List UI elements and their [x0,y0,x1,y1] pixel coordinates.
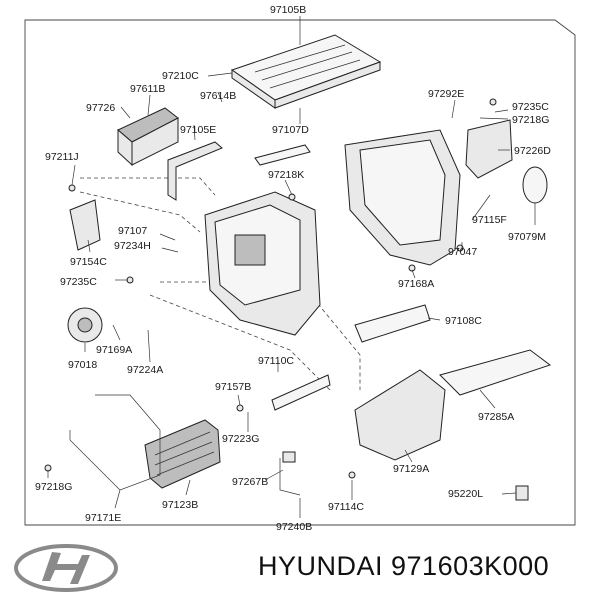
lower-cover [439,349,552,396]
blower-motor [67,307,103,343]
label-97108c: 97108C [445,315,482,327]
heater-pipes [69,394,161,491]
screw-97168a [408,264,416,272]
assembly-guide-4 [149,294,331,391]
screw-97211j [68,184,76,192]
label-97018: 97018 [68,359,97,371]
label-97218g-top: 97218G [512,114,549,126]
actuator-bracket [465,119,513,179]
duct-gasket [522,166,548,204]
label-97726: 97726 [86,102,115,114]
label-97115f: 97115F [472,214,507,226]
sensor-95220l [515,485,529,501]
screw-97114c [348,471,356,479]
label-97218k: 97218K [268,169,304,181]
label-97157b: 97157B [215,381,251,393]
label-97234h: 97234H [114,240,151,252]
label-97105e: 97105E [180,124,216,136]
sensor-wire-97240b [279,458,301,496]
label-97105b: 97105B [270,4,306,16]
cabin-air-filter [117,107,179,167]
label-97123b: 97123B [162,499,198,511]
label-97168a: 97168A [398,278,434,290]
screw-97218k [288,193,296,201]
floor-duct [354,304,431,343]
lower-case [354,369,446,461]
label-97129a: 97129A [393,463,429,475]
label-97107d: 97107D [272,124,309,136]
label-97235c-top: 97235C [512,101,549,113]
assembly-guide-2 [79,191,201,233]
heater-core [144,419,221,489]
sensor-97267b [282,451,296,463]
diagram-frame [24,19,576,526]
brand-logo [14,544,118,592]
air-filter-frame [230,34,382,109]
small-grille [254,144,311,166]
label-97267b: 97267B [232,476,268,488]
label-97079m: 97079M [508,231,546,243]
label-97614b: 97614B [200,90,236,102]
label-97611b: 97611B [130,83,165,95]
screw-97235c-top [489,98,497,106]
assembly-guide-1 [80,177,216,196]
label-97285a: 97285A [478,411,514,423]
clip-97047 [456,244,464,252]
label-97171e: 97171E [85,512,121,524]
label-97114c: 97114C [328,501,364,513]
label-97047: 97047 [448,246,477,258]
leader-lines [47,72,536,518]
label-97223g: 97223G [222,433,259,445]
heater-core-housing [344,129,461,266]
filter-cover [167,141,223,201]
label-97169a: 97169A [96,344,132,356]
label-97224a: 97224A [127,364,163,376]
screw-97157b [236,404,244,412]
temperature-door [271,374,331,411]
label-97107: 97107 [118,225,147,237]
label-97235c: 97235C [60,276,97,288]
blower-resistor [69,199,101,251]
label-95220l: 95220L [448,488,483,500]
label-97226d: 97226D [514,145,551,157]
label-97154c: 97154C [70,256,107,268]
label-97292e: 97292E [428,88,464,100]
label-97240b: 97240B [276,521,312,533]
brand-part-number: HYUNDAI 971603K000 [258,551,550,581]
blower-housing [204,191,321,336]
label-97210c: 97210C [162,70,199,82]
label-97110c: 97110C [258,355,294,367]
label-97218g: 97218G [35,481,72,493]
label-97211j: 97211J [45,151,79,163]
